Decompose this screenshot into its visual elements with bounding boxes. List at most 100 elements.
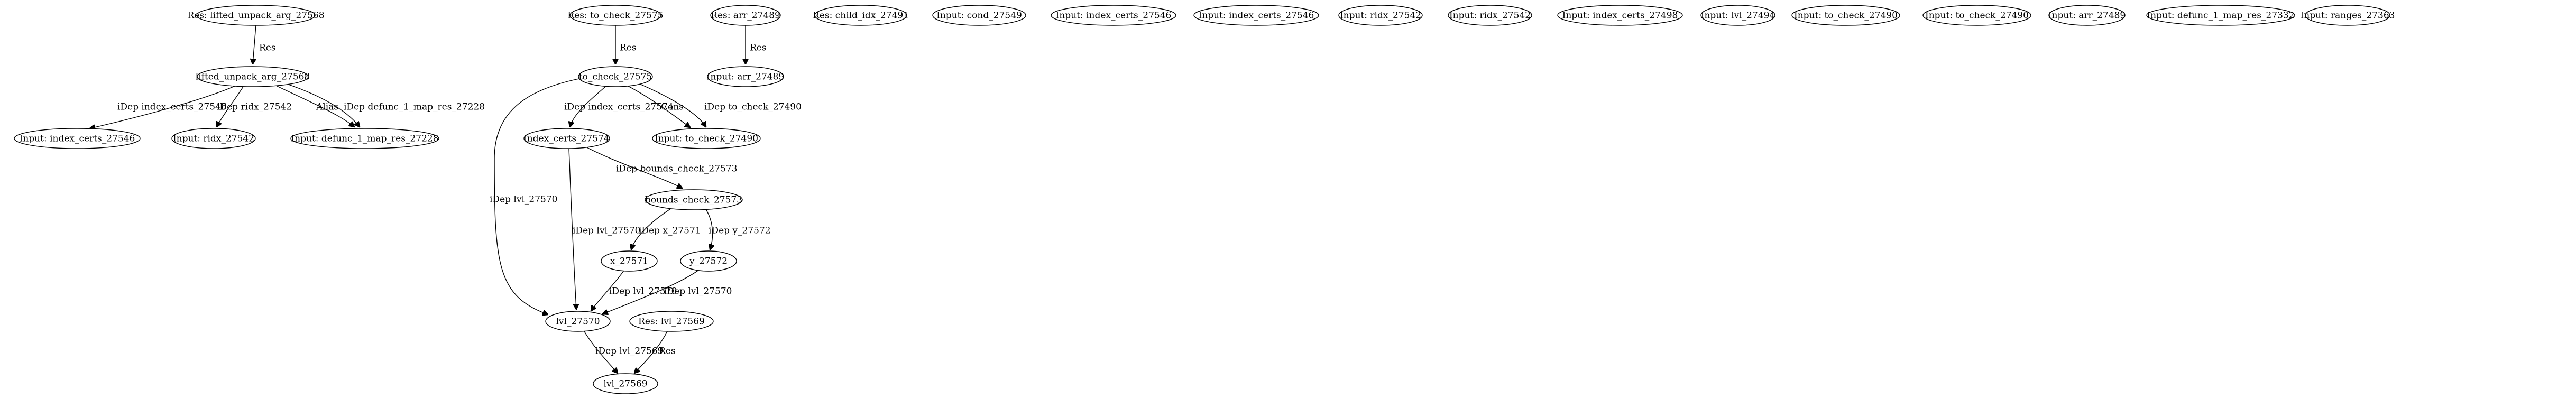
node-ellipse xyxy=(629,311,714,332)
node-lifted: lifted_unpack_arg_27568 xyxy=(196,66,310,87)
node-lvl69: lvl_27569 xyxy=(593,373,658,394)
node-label: Input: ranges_27363 xyxy=(2301,11,2395,21)
node-label: lifted_unpack_arg_27568 xyxy=(196,72,310,82)
edge-y-to-lvl70: iDep lvl_27570 xyxy=(603,270,732,314)
node-label: Input: arr_27489 xyxy=(707,72,784,82)
node-label: Res: arr_27489 xyxy=(711,11,780,21)
node-ellipse xyxy=(1922,5,2031,26)
edge-label-idep-lvl-27570: iDep lvl_27570 xyxy=(490,194,557,205)
edge-label-res: Res xyxy=(750,43,767,53)
edge-label-idep-defunc-1-map-res-27228: iDep defunc_1_map_res_27228 xyxy=(344,102,485,113)
edge-res_lifted-to-lifted: Res xyxy=(253,25,276,64)
edge-line xyxy=(631,208,672,249)
node-label: lvl_27569 xyxy=(603,379,647,389)
edge-line xyxy=(586,147,682,188)
node-ellipse xyxy=(814,5,907,26)
node-label: Input: lvl_27494 xyxy=(1701,11,1775,21)
node-ellipse xyxy=(1051,5,1176,26)
node-in-ridx-2: Input: ridx_27542 xyxy=(1338,5,1423,26)
edge-line xyxy=(90,86,235,128)
edge-line xyxy=(591,270,624,311)
edge-line xyxy=(639,83,706,127)
edge-res_arr-to-in_arr_1: Res xyxy=(746,25,767,64)
node-label: Input: cond_27549 xyxy=(936,11,1022,21)
node-ellipse xyxy=(707,66,784,87)
node-tocheck: to_check_27575 xyxy=(578,66,653,87)
edge-label-idep-x-27571: iDep x_27571 xyxy=(639,226,701,236)
node-label: Input: defunc_1_map_res_27228 xyxy=(291,134,438,144)
node-in-tocheck-1: Input: to_check_27490 xyxy=(652,128,761,149)
node-ellipse xyxy=(569,5,661,26)
edge-lvl70-to-lvl69: iDep lvl_27569 xyxy=(584,331,663,373)
node-label: Res: lvl_27569 xyxy=(638,317,705,327)
node-label: Input: index_certs_27546 xyxy=(1199,11,1314,21)
node-ellipse xyxy=(652,128,761,149)
edge-tocheck-to-lvl70: iDep lvl_27570 xyxy=(490,78,582,314)
node-label: x_27571 xyxy=(610,256,648,267)
node-in-defunc-1: Input: defunc_1_map_res_27228 xyxy=(290,128,439,149)
node-ellipse xyxy=(593,373,658,394)
node-label: Input: to_check_27490 xyxy=(1794,11,1898,21)
edge-line xyxy=(274,85,354,127)
node-ellipse xyxy=(710,5,781,26)
node-ellipse xyxy=(290,128,439,149)
edge-tocheck-to-idxcerts: iDep index_certs_27574 xyxy=(564,86,674,127)
node-ellipse xyxy=(196,5,316,26)
node-ellipse xyxy=(1448,5,1532,26)
node-in-idx-4: Input: index_certs_27498 xyxy=(1557,5,1683,26)
edge-label-alias: Alias xyxy=(316,102,338,113)
node-ellipse xyxy=(523,128,610,149)
node-ellipse xyxy=(545,311,611,332)
edge-lifted-to-in_idx_1: iDep index_certs_27546 xyxy=(90,86,235,128)
node-idxcerts: index_certs_27574 xyxy=(523,128,610,149)
node-in-ridx-3: Input: ridx_27542 xyxy=(1448,5,1532,26)
node-label: Input: ridx_27542 xyxy=(173,134,254,144)
node-res-lvl69: Res: lvl_27569 xyxy=(629,311,714,332)
node-label: Res: to_check_27575 xyxy=(567,11,663,21)
node-res-lifted: Res: lifted_unpack_arg_27568 xyxy=(187,5,325,26)
edge-bounds-to-x: iDep x_27571 xyxy=(631,208,701,249)
node-label: bounds_check_27573 xyxy=(645,195,742,206)
node-res-tocheck: Res: to_check_27575 xyxy=(567,5,664,26)
node-ellipse xyxy=(14,128,141,149)
node-in-arr-2: Input: arr_27489 xyxy=(2048,5,2126,26)
node-ellipse xyxy=(601,250,658,272)
node-label: Input: ridx_27542 xyxy=(1340,11,1421,21)
edge-label-cons: Cons xyxy=(661,102,684,113)
node-in-tocheck-2: Input: to_check_27490 xyxy=(1791,5,1900,26)
edge-bounds-to-y: iDep y_27572 xyxy=(705,209,771,249)
edge-label-res: Res xyxy=(259,43,276,53)
node-ellipse xyxy=(1193,5,1319,26)
node-in-defunc-2: Input: defunc_1_map_res_27332 xyxy=(2146,5,2295,26)
node-label: Input: to_check_27490 xyxy=(655,134,758,144)
edge-label-idep-y-27572: iDep y_27572 xyxy=(709,226,771,236)
node-ellipse xyxy=(932,5,1026,26)
node-label: Res: lifted_unpack_arg_27568 xyxy=(187,11,324,21)
edge-label-idep-lvl-27570: iDep lvl_27570 xyxy=(609,286,677,297)
node-ellipse xyxy=(2048,5,2126,26)
edge-label-idep-index-certs-27574: iDep index_certs_27574 xyxy=(564,102,674,113)
edge-label-res: Res xyxy=(659,346,676,357)
edge-tocheck-to-in_tocheck_1: iDep to_check_27490 xyxy=(639,83,802,127)
node-ellipse xyxy=(645,189,743,210)
node-in-idx-2: Input: index_certs_27546 xyxy=(1051,5,1176,26)
node-label: Res: child_idx_27491 xyxy=(813,11,909,21)
node-label: Input: to_check_27490 xyxy=(1925,11,2029,21)
node-in-cond: Input: cond_27549 xyxy=(932,5,1026,26)
node-x: x_27571 xyxy=(601,250,658,272)
edge-label-idep-lvl-27570: iDep lvl_27570 xyxy=(664,286,732,297)
node-in-arr-1: Input: arr_27489 xyxy=(707,66,784,87)
edge-line xyxy=(570,86,606,127)
node-y: y_27572 xyxy=(680,250,737,272)
node-in-lvl: Input: lvl_27494 xyxy=(1700,5,1775,26)
node-label: y_27572 xyxy=(689,256,728,267)
node-ellipse xyxy=(1557,5,1683,26)
node-label: Input: index_certs_27546 xyxy=(20,134,135,144)
edge-res_tocheck-to-tocheck: Res xyxy=(615,25,637,64)
edge-line xyxy=(253,25,256,64)
edge-line xyxy=(584,331,618,373)
edge-line xyxy=(628,86,690,127)
edge-label-idep-lvl-27570: iDep lvl_27570 xyxy=(573,226,640,236)
node-label: Input: index_certs_27498 xyxy=(1562,11,1678,21)
